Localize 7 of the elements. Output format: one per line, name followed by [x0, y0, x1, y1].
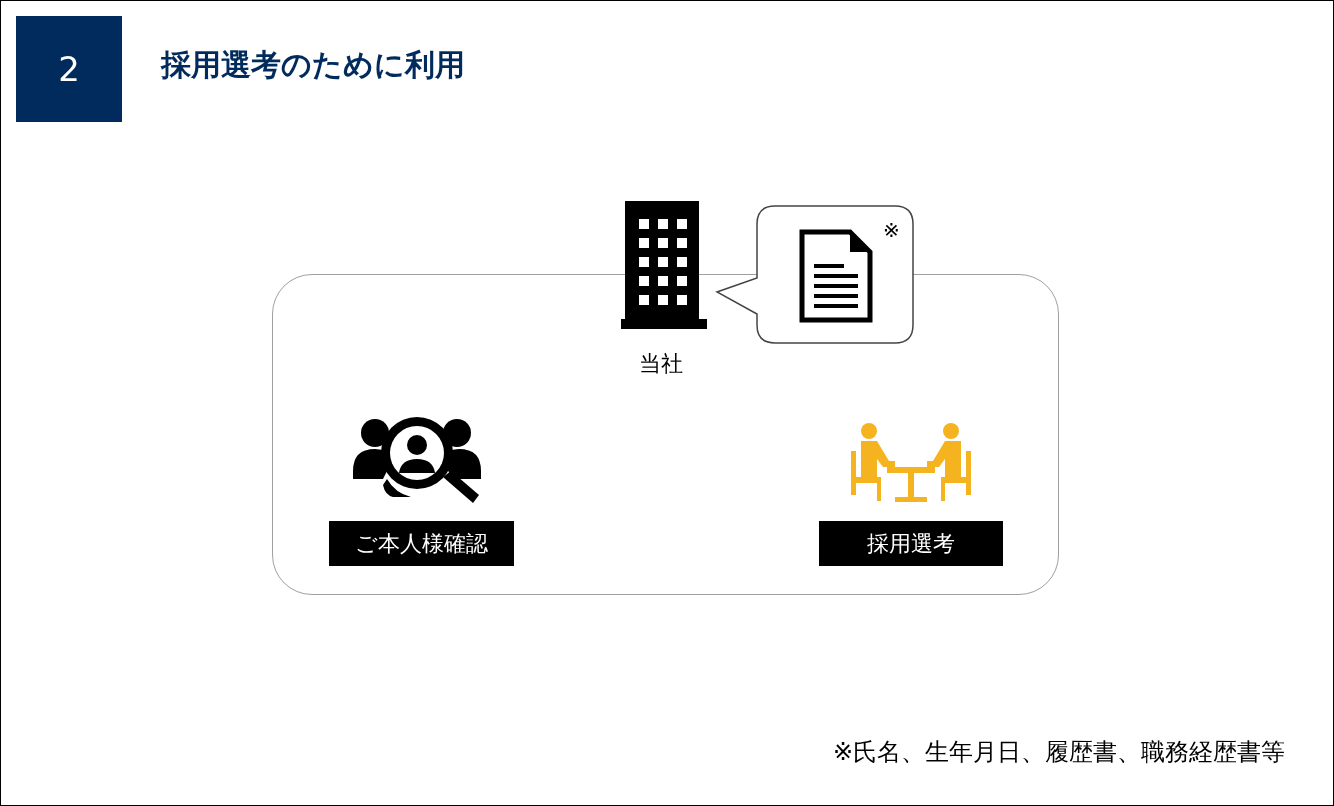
number-badge: 2: [16, 16, 122, 122]
text-label: 採用選考: [819, 521, 1003, 566]
title: 採用選考のために利用: [161, 46, 465, 84]
text-label: ご本人様確認: [329, 521, 514, 566]
text-label: 当社: [639, 350, 683, 378]
reference-mark: ※: [883, 218, 900, 242]
footnote: ※氏名、生年月日、履歴書、職務経歴書等: [832, 737, 1285, 768]
